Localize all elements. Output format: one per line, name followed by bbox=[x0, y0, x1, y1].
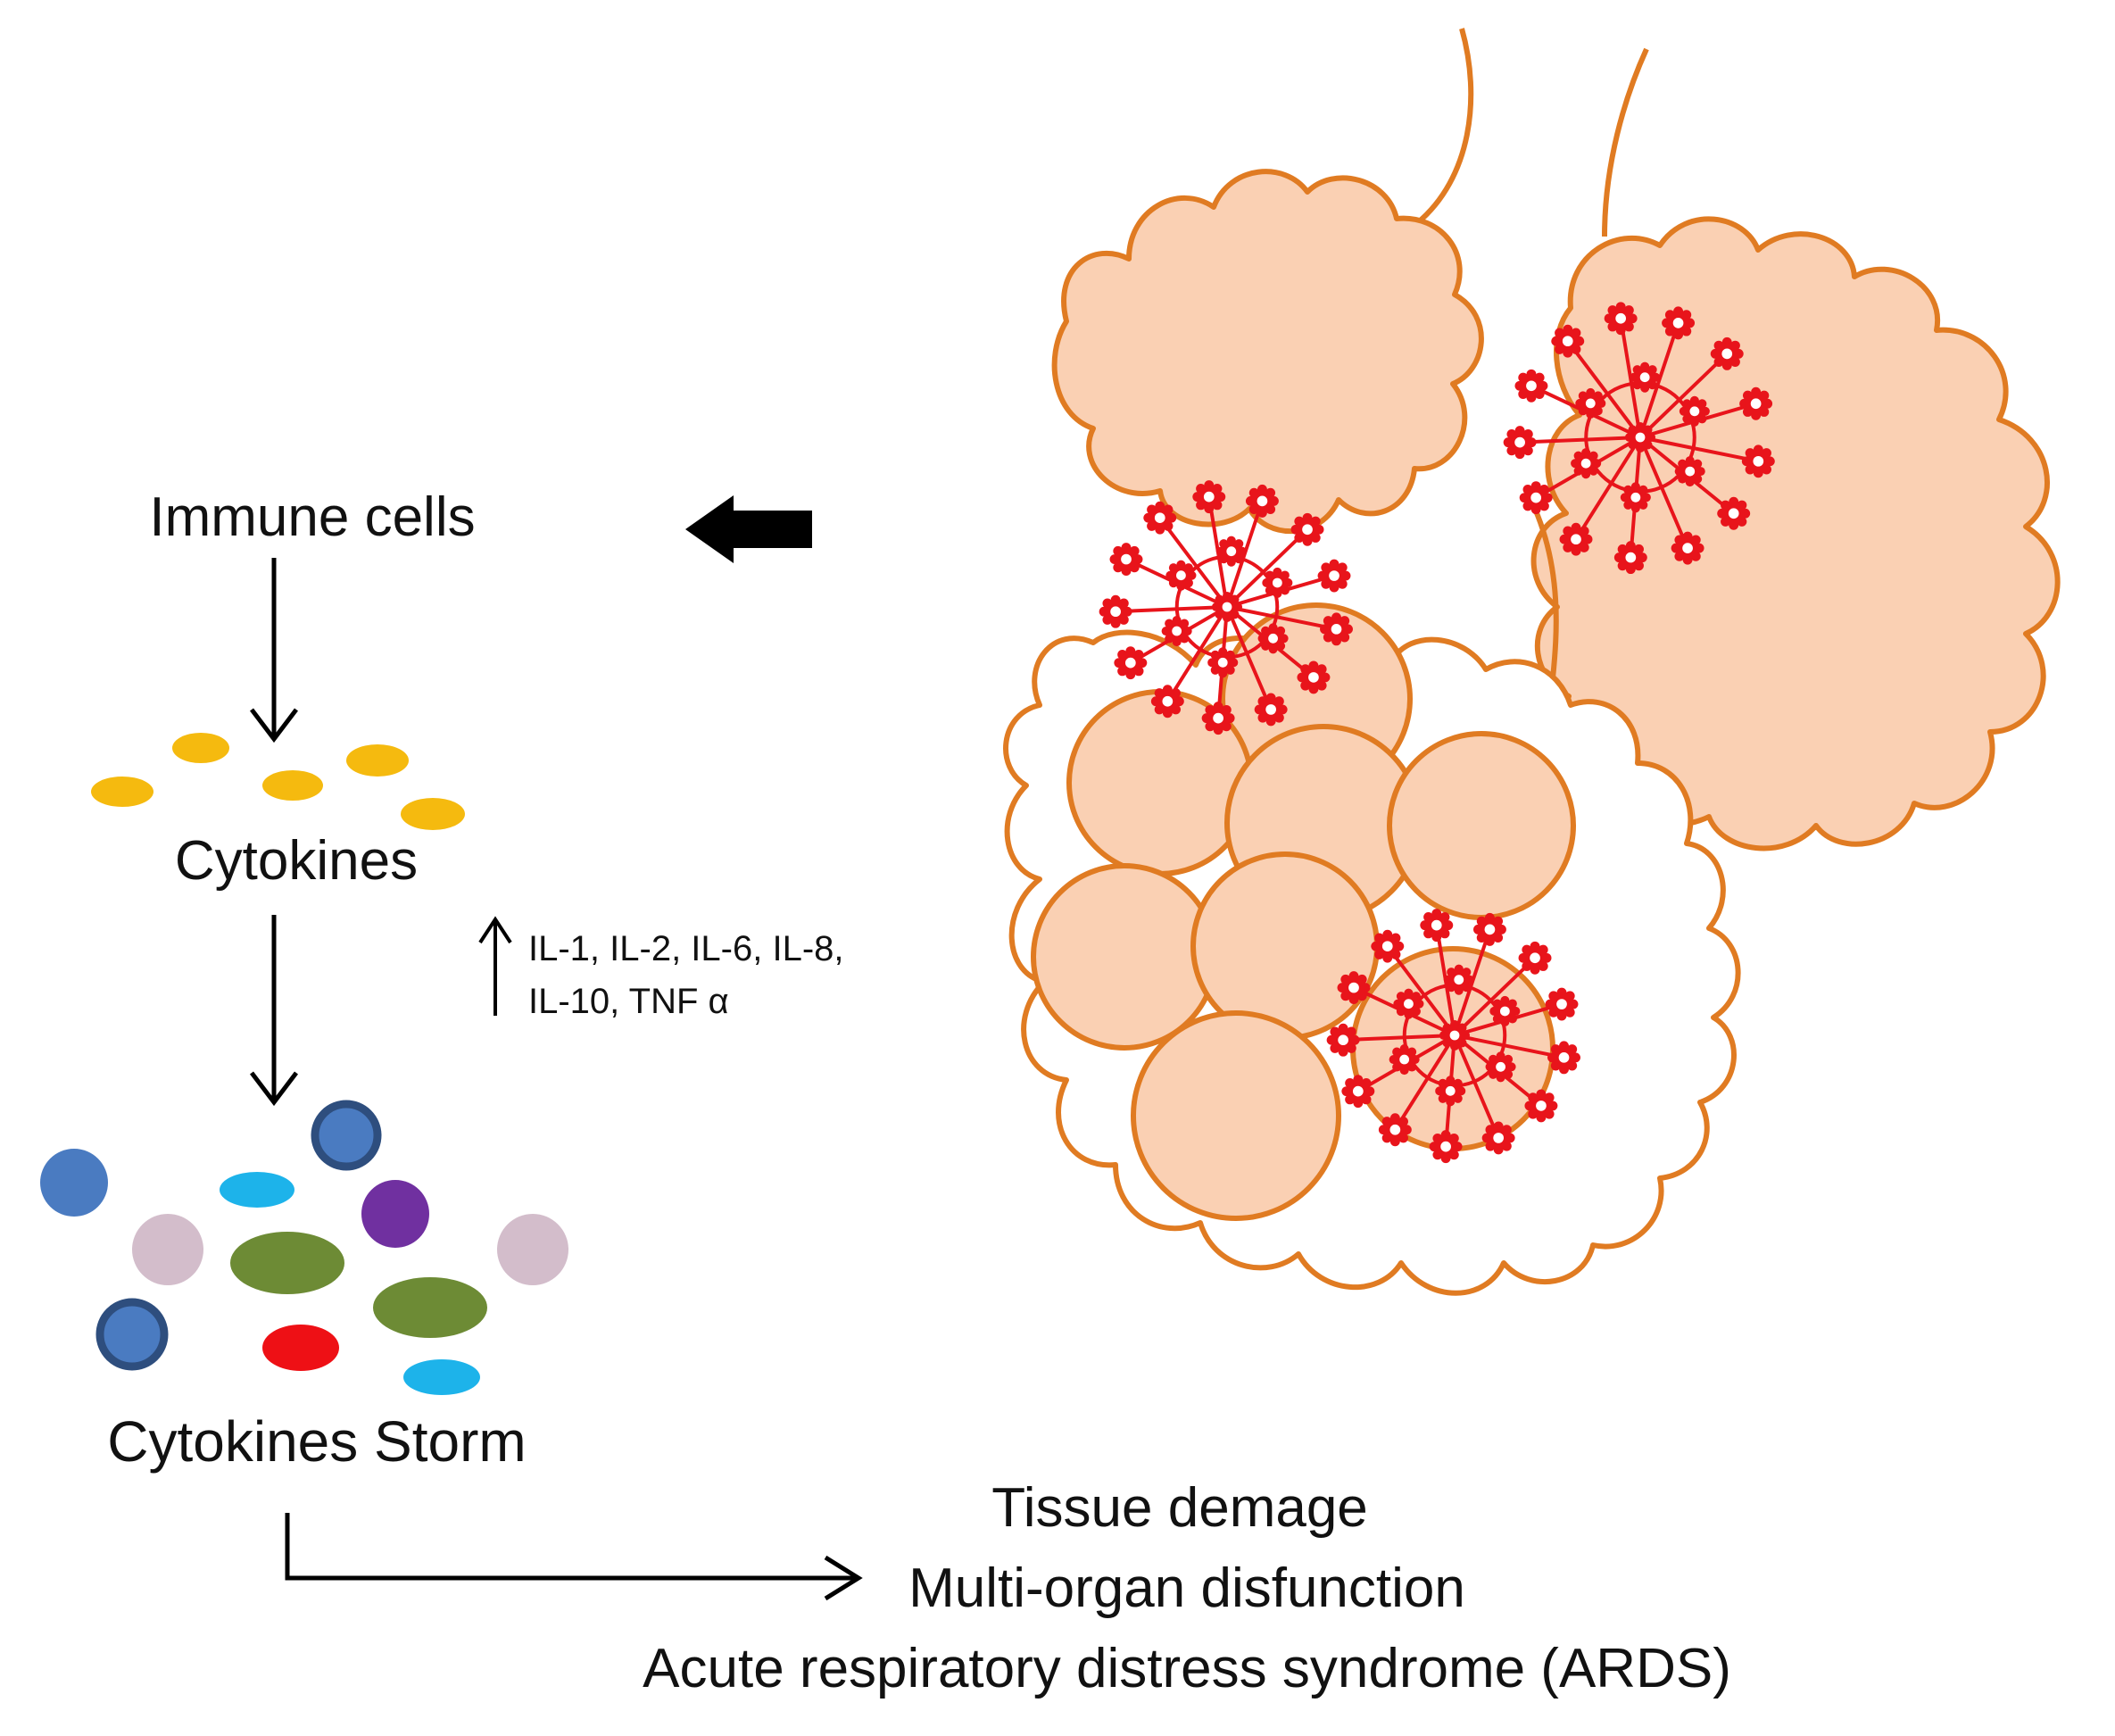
virion bbox=[1514, 369, 1548, 403]
arrow-up-icon bbox=[478, 916, 512, 1016]
interleukin-list-line1: IL-1, IL-2, IL-6, IL-8, bbox=[528, 929, 844, 968]
virion bbox=[1337, 971, 1371, 1005]
virion bbox=[1575, 387, 1606, 419]
virion bbox=[1215, 536, 1247, 567]
outcome-tissue-damage: Tissue demage bbox=[991, 1477, 1368, 1539]
virion bbox=[1674, 456, 1705, 487]
virion bbox=[1547, 1041, 1580, 1075]
cytokine-particles bbox=[91, 733, 465, 830]
virion bbox=[1378, 1113, 1412, 1147]
virion bbox=[1211, 591, 1243, 623]
virion bbox=[1489, 995, 1521, 1027]
virion bbox=[1161, 615, 1192, 647]
virion bbox=[1717, 496, 1751, 530]
virion bbox=[1429, 1130, 1463, 1164]
virion bbox=[1341, 1075, 1375, 1109]
virion bbox=[1613, 541, 1647, 575]
virion bbox=[1297, 660, 1331, 694]
virion bbox=[1192, 480, 1226, 514]
virion bbox=[1671, 531, 1704, 565]
virion bbox=[1165, 560, 1197, 591]
virion bbox=[1439, 1019, 1471, 1051]
virion bbox=[1320, 612, 1353, 646]
virion bbox=[1317, 559, 1351, 593]
virion bbox=[1099, 594, 1132, 628]
virion bbox=[1524, 1089, 1558, 1123]
virion bbox=[1679, 395, 1710, 427]
immune-cells-label: Immune cells bbox=[149, 486, 475, 548]
virion bbox=[1518, 941, 1552, 975]
virion bbox=[1551, 324, 1585, 358]
virion bbox=[1389, 1043, 1420, 1076]
virion bbox=[1207, 647, 1239, 678]
virion bbox=[1393, 988, 1424, 1019]
virus-icon bbox=[1326, 909, 1580, 1164]
virion bbox=[1109, 543, 1143, 577]
virion bbox=[1257, 623, 1289, 654]
virion bbox=[1604, 302, 1638, 336]
virion bbox=[1571, 448, 1602, 479]
virion bbox=[1201, 702, 1235, 735]
virion bbox=[1254, 693, 1288, 727]
arrow-down-icon bbox=[250, 708, 298, 743]
arrow-right-icon bbox=[824, 1555, 863, 1601]
virion bbox=[1662, 306, 1696, 340]
virion bbox=[1630, 361, 1661, 393]
virion bbox=[1143, 501, 1177, 535]
virion bbox=[1150, 685, 1184, 718]
virion bbox=[1326, 1023, 1360, 1057]
arrow-down-icon bbox=[250, 1071, 298, 1107]
virion bbox=[1559, 522, 1593, 556]
virion bbox=[1245, 484, 1279, 518]
virion bbox=[1485, 1051, 1516, 1083]
virion bbox=[1114, 646, 1148, 680]
virion bbox=[1503, 426, 1537, 460]
alveoli-illustration bbox=[1003, 28, 2061, 1296]
virus-icon bbox=[1099, 480, 1353, 735]
virion bbox=[1620, 482, 1651, 513]
virion bbox=[1472, 912, 1506, 946]
interleukin-list-line2: IL-10, TNF α bbox=[528, 982, 729, 1021]
virion bbox=[1371, 929, 1405, 963]
cytokines-label: Cytokines bbox=[175, 830, 418, 892]
virion bbox=[1624, 421, 1656, 453]
virion bbox=[1262, 567, 1293, 599]
outcome-ards: Acute respiratory distress syndrome (ARD… bbox=[643, 1638, 1731, 1699]
cytokines-storm-label: Cytokines Storm bbox=[107, 1409, 526, 1474]
arrow-storm-to-outcomes bbox=[285, 1513, 857, 1581]
virion bbox=[1519, 481, 1553, 515]
virion bbox=[1420, 909, 1454, 943]
virion bbox=[1290, 512, 1324, 546]
virus-icon bbox=[1503, 302, 1775, 575]
outcome-multi-organ: Multi-organ disfunction bbox=[908, 1557, 1465, 1619]
virion bbox=[1443, 964, 1474, 995]
cytokine-storm-particles bbox=[40, 1100, 568, 1395]
virion bbox=[1435, 1076, 1466, 1107]
virion bbox=[1741, 444, 1775, 478]
arrow-left-icon bbox=[685, 495, 812, 563]
virion bbox=[1739, 386, 1773, 420]
virion bbox=[1710, 336, 1744, 370]
virion bbox=[1545, 987, 1579, 1021]
virion bbox=[1481, 1121, 1515, 1155]
